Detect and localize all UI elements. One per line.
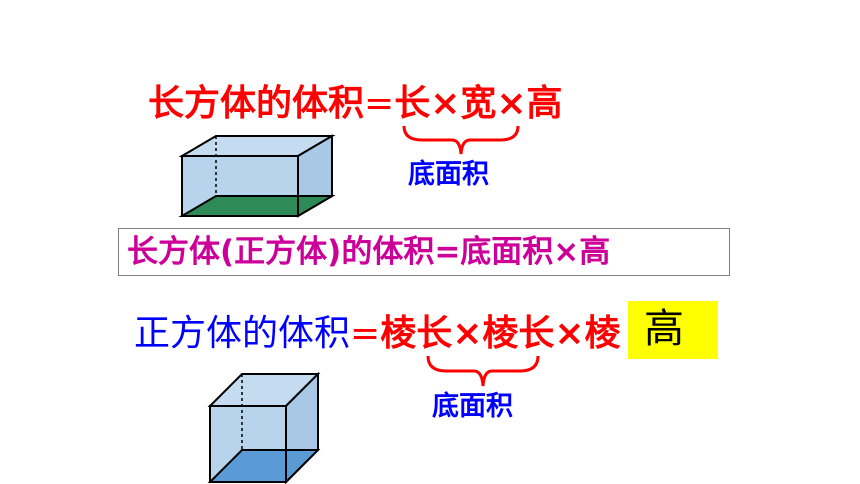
- equals-sign-2: =: [350, 313, 381, 354]
- cuboid-illustration: [178, 134, 336, 218]
- general-volume-formula: 长方体(正方体)的体积=底面积×高: [127, 234, 611, 270]
- edge-product: 棱长×棱长×棱: [380, 313, 621, 354]
- cube-volume-label: 正方体的体积: [134, 313, 351, 354]
- height-text: 高: [644, 306, 684, 352]
- base-area-label-1: 底面积: [408, 159, 489, 190]
- cube-illustration: [207, 371, 321, 484]
- general-volume-box: 长方体(正方体)的体积=底面积×高: [118, 228, 730, 276]
- equals-sign: =: [364, 83, 395, 124]
- cube-volume-formula: 正方体的体积=棱长×棱长×棱: [134, 312, 621, 356]
- brace-2: [426, 355, 540, 387]
- length-width-height: 长×宽×高: [394, 83, 563, 124]
- cuboid-volume-label: 长方体的体积: [148, 83, 365, 124]
- base-area-label-2: 底面积: [432, 391, 513, 422]
- brace-1: [402, 125, 520, 155]
- height-highlight: 高: [628, 301, 718, 359]
- cuboid-volume-formula: 长方体的体积=长×宽×高: [148, 82, 563, 126]
